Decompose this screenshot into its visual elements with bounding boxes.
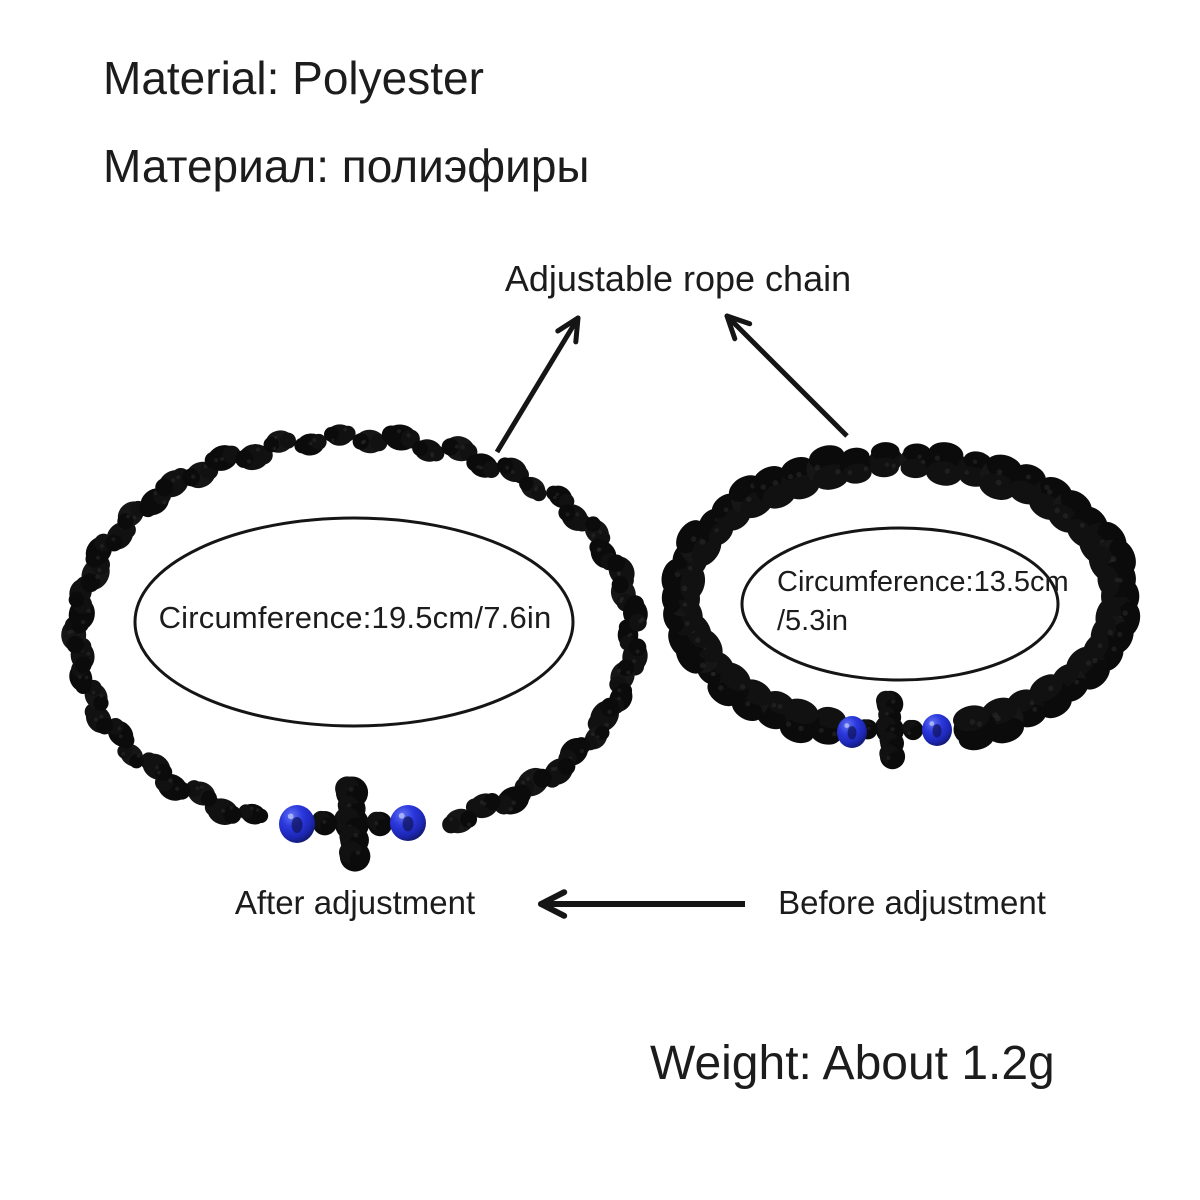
before-adjustment-label: Before adjustment xyxy=(778,884,1046,921)
circumference-label-small-line2: /5.3in xyxy=(777,605,848,637)
circumference-label-small-line1: Circumference:13.5cm xyxy=(777,566,1069,598)
bracelet-large-cross-knot xyxy=(311,776,393,872)
weight-label: Weight: About 1.2g xyxy=(650,1037,1055,1090)
annotation-arrows xyxy=(494,313,849,919)
bracelet-large-blue-beads xyxy=(279,805,426,843)
bracelet-small-rope xyxy=(661,442,1141,751)
bracelet-large-rope xyxy=(61,424,648,834)
circumference-label-large: Circumference:19.5cm/7.6in xyxy=(158,600,552,635)
circumference-label-small: Circumference:13.5cm /5.3in xyxy=(777,563,1069,641)
adjustable-rope-chain-label: Adjustable rope chain xyxy=(504,258,852,299)
size-callout-ellipse-small xyxy=(740,526,1060,682)
bracelet-small-blue-beads xyxy=(837,714,952,748)
size-callout-ellipse-large xyxy=(133,516,575,728)
bracelet-small-cross-knot xyxy=(857,690,924,770)
material-label-english: Material: Polyester xyxy=(103,52,484,104)
material-label-russian: Материал: полиэфиры xyxy=(103,140,590,192)
after-adjustment-label: After adjustment xyxy=(234,884,476,921)
